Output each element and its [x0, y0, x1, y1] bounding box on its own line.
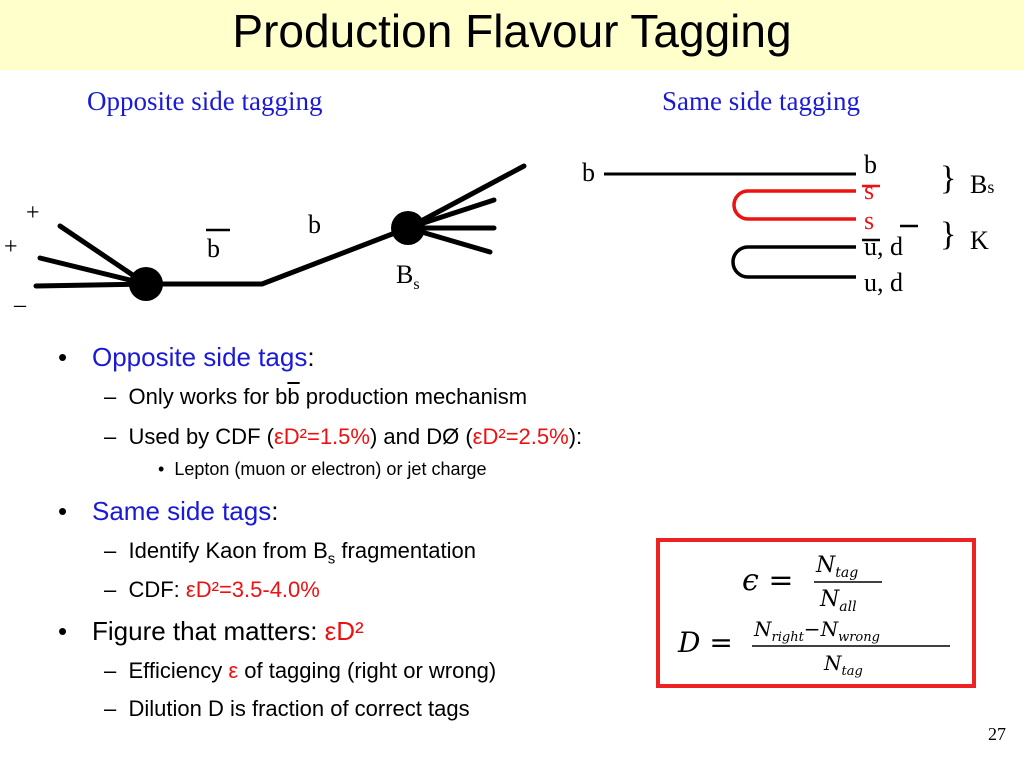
- bs-meson-label: Bs: [970, 170, 995, 199]
- vertex-right: [391, 211, 425, 245]
- track-2: [37, 255, 149, 287]
- s-pair-loop: [732, 189, 856, 221]
- vertex-left: [129, 267, 163, 301]
- s-label: s: [864, 206, 875, 235]
- b-left-label: b: [582, 158, 595, 187]
- epsilon-denominator: Nall: [819, 587, 857, 615]
- title-bar: [0, 0, 1024, 70]
- dilution-numerator: Nright−Nwrong: [753, 617, 880, 645]
- b-label: b: [308, 210, 321, 239]
- opposite-side-tags-label: Opposite side tags: [92, 342, 308, 372]
- ud-label: u, d: [864, 268, 903, 297]
- slide-title: Production Flavour Tagging: [232, 5, 792, 57]
- b-bar-label: b: [207, 234, 220, 263]
- track-3: [33, 281, 149, 289]
- same-side-tags-label: Same side tags: [92, 496, 272, 526]
- same-side-heading: Same side tagging: [662, 86, 860, 116]
- track-1: [57, 223, 149, 287]
- page-number: 27: [988, 724, 1006, 744]
- sub-bullet-kaon: – Identify Kaon from Bs fragmentation: [104, 538, 476, 568]
- k-brace: }: [940, 216, 957, 253]
- sub-sub-bullet-lepton: • Lepton (muon or electron) or jet charg…: [158, 459, 487, 479]
- u-pair-loop: [731, 245, 856, 279]
- epsilon-numerator: Ntag: [815, 553, 858, 581]
- formula-svg: ϵ = Ntag Nall D = Nright−Nwrong Ntag: [677, 553, 950, 679]
- dilution-lhs: D =: [677, 626, 733, 659]
- epsilon-lhs: ϵ =: [742, 563, 793, 598]
- sub-bullet-bbbar: – Only works for bb production mechanism: [104, 384, 528, 409]
- kaon-label: K: [970, 226, 989, 255]
- bs-label: Bs: [396, 260, 420, 293]
- bs-brace: }: [940, 160, 957, 197]
- sub-bullet-dilution: – Dilution D is fraction of correct tags: [104, 696, 470, 721]
- same-side-diagram: [604, 172, 918, 279]
- charge-plus-2: +: [4, 234, 18, 260]
- formula-box: ϵ = Ntag Nall D = Nright−Nwrong Ntag: [656, 538, 976, 688]
- sub-bullet-cdf-value: – CDF: εD²=3.5-4.0%: [104, 577, 320, 602]
- opposite-side-diagram: [33, 163, 527, 301]
- sub-bullet-cdf-d0: – Used by CDF (εD²=1.5%) and DØ (εD²=2.5…: [104, 424, 583, 449]
- s-bar-label: s: [864, 176, 875, 205]
- charge-plus-1: +: [26, 200, 40, 226]
- dilution-denominator: Ntag: [823, 651, 863, 679]
- ud-bar-label: u, d: [864, 232, 903, 261]
- track-4: [405, 163, 527, 231]
- b-line: [259, 225, 411, 287]
- sub-bullet-efficiency: – Efficiency ε of tagging (right or wron…: [104, 658, 497, 683]
- opposite-side-heading: Opposite side tagging: [87, 86, 323, 116]
- charge-minus: –: [14, 292, 26, 318]
- b-right-label: b: [864, 150, 877, 179]
